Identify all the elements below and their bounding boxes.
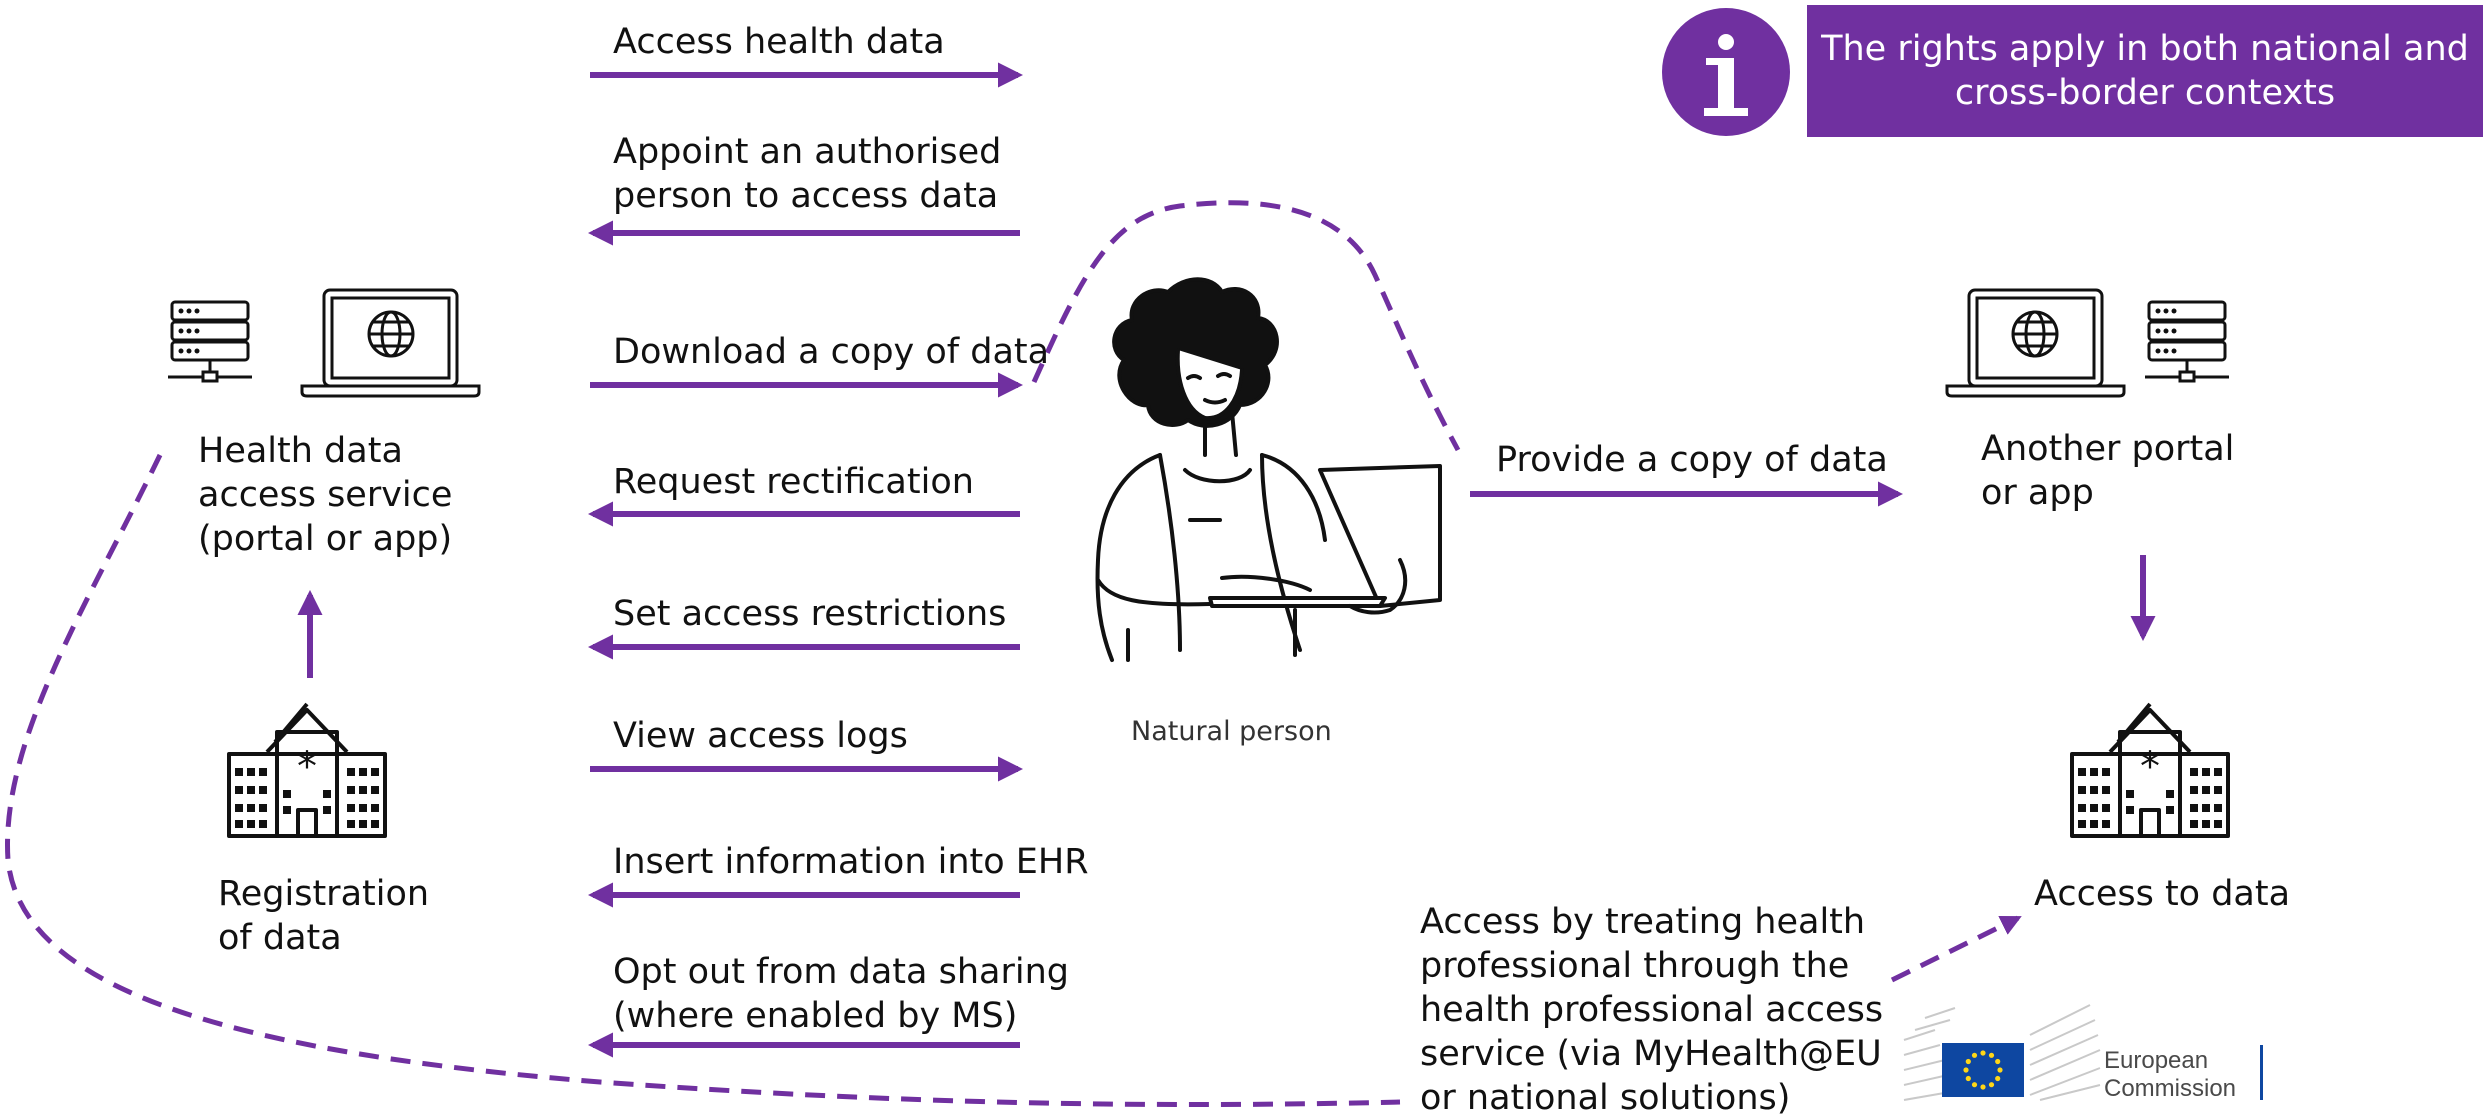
server-icon-right [2145,300,2229,383]
right-view-logs: View access logs [613,716,908,756]
banner-line-1: The rights apply in both national and [1821,29,2469,69]
registration-line-2: of data [218,918,342,958]
dashed-loop [5,453,1401,1108]
dashed-arrow-access [1890,915,2022,983]
treating-professional-label: Access by treating health professional t… [1420,902,1884,1118]
registration-label: Registration of data [218,872,429,960]
dashed-curve-person [1031,200,1461,452]
banner-line-2: cross-border contexts [1954,73,2336,113]
provide-copy-label: Provide a copy of data [1496,440,1888,480]
left-portal-line-3: (portal or app) [198,519,453,559]
server-dots-right [2155,308,2177,354]
person-with-laptop-icon [1095,277,1442,662]
registration-line-1: Registration [218,874,430,914]
right-download-copy: Download a copy of data [613,332,1050,372]
hospital-icon-left: * [227,702,387,838]
laptop-globe-icon-right [1945,288,2126,398]
right-portal-line-1: Another portal [1981,429,2235,469]
ec-logo-text: European Commission [2104,1047,2236,1103]
svg-text:*: * [2140,744,2160,790]
right-access-health-data: Access health data [613,22,945,62]
server-icon-left [168,300,252,383]
info-icon [1662,8,1790,136]
left-portal-line-2: access service [198,475,453,515]
server-dots-left [178,308,200,354]
right-portal-line-2: or app [1981,473,2094,513]
hospital-icon-right: * [2070,702,2230,838]
ec-logo-line-1: European [2104,1047,2209,1074]
right-insert-ehr: Insert information into EHR [613,842,1089,882]
right-opt-out: Opt out from data sharing(where enabled … [613,952,1069,1036]
person-caption: Natural person [1131,716,1332,747]
svg-text:*: * [297,744,317,790]
european-commission-logo [1903,1004,2263,1101]
access-to-data-label: Access to data [2034,874,2291,914]
left-portal-label: Health data access service (portal or ap… [198,429,452,561]
ec-logo-line-2: Commission [2104,1075,2237,1102]
right-portal-label: Another portal or app [1981,427,2234,515]
right-request-rectification: Request rectification [613,462,974,502]
right-set-restrictions: Set access restrictions [613,594,1007,634]
laptop-globe-icon-left [300,288,481,398]
left-portal-line-1: Health data [198,431,403,471]
